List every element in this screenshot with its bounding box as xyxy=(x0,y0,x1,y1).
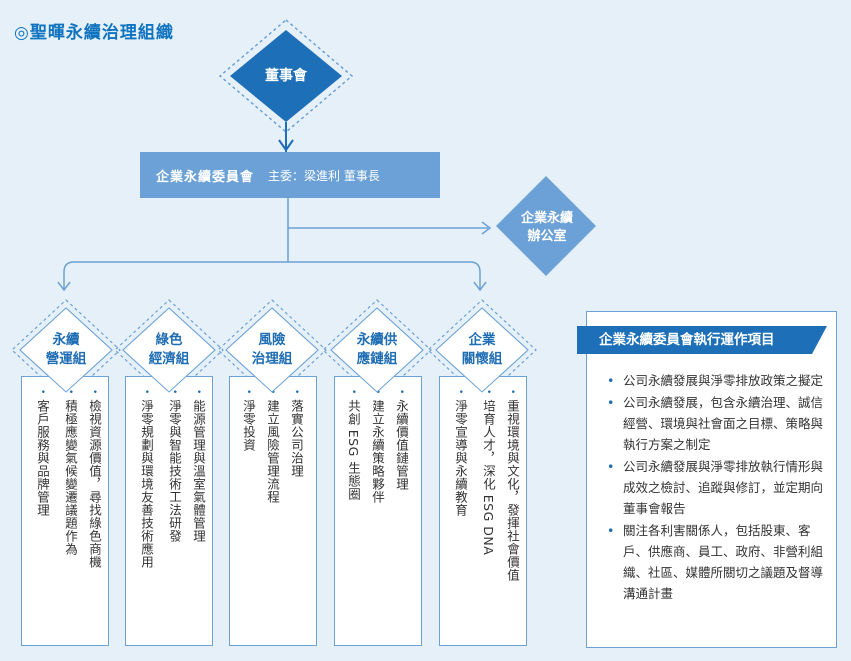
group-4-task-1: • 永續價值鏈管理 xyxy=(394,389,409,491)
committee-name: 企業永續委員會 xyxy=(156,169,255,185)
board-label: 董事會 xyxy=(265,68,307,84)
office-label-line2: 辦公室 xyxy=(527,229,567,244)
exec-item: 公司永續發展與淨零排放政策之擬定 xyxy=(601,370,829,391)
committee-chair: 主委：梁進利 董事長 xyxy=(268,168,380,183)
group-task-box-2: • 能源管理與溫室氣體管理 • 淨零與智能技術工法研發 • 淨零規劃與環境友善技… xyxy=(125,376,213,646)
group-4-task-3: • 共創 ESG 生態圈 xyxy=(346,389,361,501)
exec-item: 關注各利害關係人，包括股東、客戶、供應商、員工、政府、非營利組織、社區、媒體所關… xyxy=(601,520,829,604)
group-task-box-5: • 重視環境與文化，發揮社會價值 • 培育人才，深化 ESG DNA • 淨零宣… xyxy=(439,376,527,646)
board-diamond xyxy=(218,19,354,133)
group-label-3: 風險治理組 xyxy=(251,332,293,367)
group-5-task-3: • 淨零宣導與永續教育 xyxy=(453,389,468,517)
group-label-2: 綠色經濟組 xyxy=(148,332,190,367)
group-3-task-1: • 落實公司治理 xyxy=(289,389,304,478)
group-3-task-3: • 淨零投資 xyxy=(241,389,256,452)
group-1-task-1: • 檢視資源價值，尋找綠色商機 xyxy=(87,389,102,569)
group-5-task-2: • 培育人才，深化 ESG DNA xyxy=(481,389,496,556)
exec-title: 企業永續委員會執行運作項目 xyxy=(577,326,827,354)
group-2-task-1: • 能源管理與溫室氣體管理 xyxy=(191,389,206,543)
committee-bar: 企業永續委員會 主委：梁進利 董事長 xyxy=(140,152,440,198)
group-task-box-4: • 永續價值鏈管理 • 建立永續策略夥伴 • 共創 ESG 生態圈 xyxy=(334,376,422,646)
exec-list: 公司永續發展與淨零排放政策之擬定 公司永續發展，包含永續治理、誠信經營、環境與社… xyxy=(601,370,829,605)
office-diamond xyxy=(496,176,596,276)
page-title: ◎聖暉永續治理組織 xyxy=(14,23,174,43)
office-label: 企業永續 辦公室 xyxy=(505,210,589,246)
group-label-5: 企業關懷組 xyxy=(461,332,503,367)
exec-item: 公司永續發展，包含永續治理、誠信經營、環境與社會面之目標、策略與執行方案之制定 xyxy=(601,392,829,455)
group-label-4: 永續供應鏈組 xyxy=(356,332,398,367)
group-label-1: 永續營運組 xyxy=(45,332,87,367)
group-task-box-1: • 檢視資源價值，尋找綠色商機 • 積極應變氣候變遷議題作為 • 客戶服務與品牌… xyxy=(21,376,109,646)
group-5-task-1: • 重視環境與文化，發揮社會價值 xyxy=(505,389,520,582)
group-1-task-2: • 積極應變氣候變遷議題作為 xyxy=(63,389,78,556)
group-2-task-2: • 淨零與智能技術工法研發 xyxy=(167,389,182,543)
group-1-task-3: • 客戶服務與品牌管理 xyxy=(35,389,50,517)
exec-item: 公司永續發展與淨零排放執行情形與成效之檢討、追蹤與修訂，並定期向董事會報告 xyxy=(601,456,829,519)
exec-items-box: 企業永續委員會執行運作項目 公司永續發展與淨零排放政策之擬定 公司永續發展，包含… xyxy=(577,311,837,648)
office-label-line1: 企業永續 xyxy=(520,211,573,226)
group-task-box-3: • 落實公司治理 • 建立風險管理流程 • 淨零投資 xyxy=(229,376,317,646)
group-2-task-3: • 淨零規劃與環境友善技術應用 xyxy=(139,389,154,569)
